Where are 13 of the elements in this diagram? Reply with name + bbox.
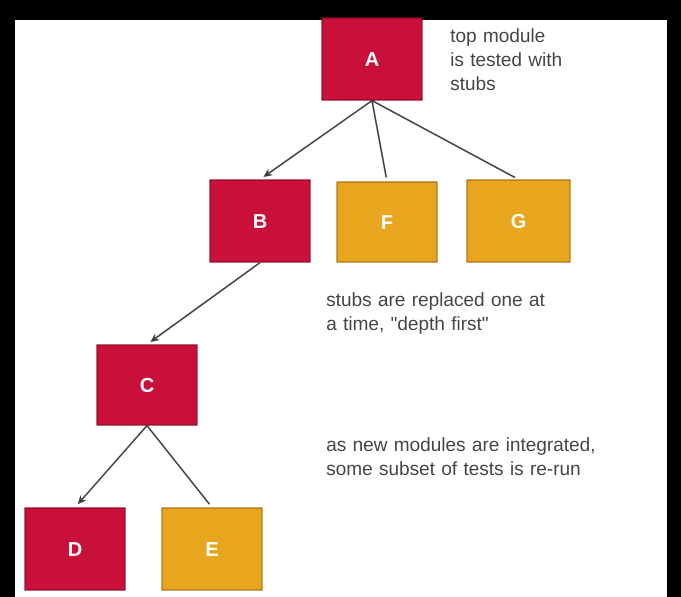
note-text: top module is tested with stubs bbox=[450, 28, 561, 90]
module-box: G bbox=[466, 179, 571, 263]
note-text: as new modules are integrated, some subset of tests is re-run bbox=[326, 437, 594, 476]
module-box: C bbox=[96, 344, 198, 426]
module-box: D bbox=[24, 507, 126, 591]
module-box: E bbox=[161, 507, 263, 591]
module-box: F bbox=[336, 181, 438, 263]
connector-line bbox=[372, 100, 516, 178]
module-box: A bbox=[321, 17, 423, 101]
connector-line bbox=[146, 425, 210, 505]
module-box: B bbox=[209, 179, 311, 263]
connector-line bbox=[371, 100, 388, 178]
note-text: stubs are replaced one at a time, "depth first" bbox=[326, 292, 545, 334]
